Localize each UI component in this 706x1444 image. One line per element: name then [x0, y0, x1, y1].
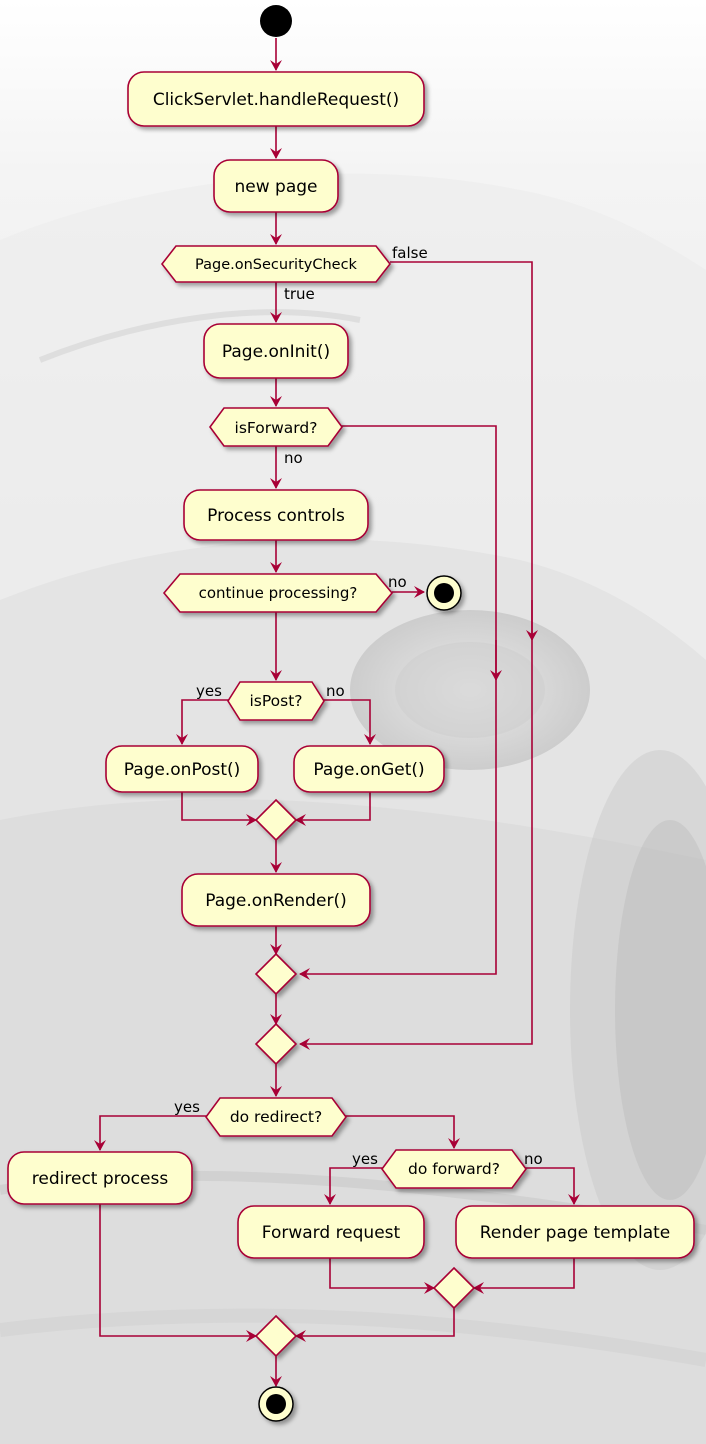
decision-continue-processing-label: continue processing? — [199, 584, 358, 602]
action-forward-request — [237, 1205, 425, 1259]
action-process-controls — [183, 489, 369, 541]
action-on-init — [203, 323, 349, 379]
action-on-render — [181, 873, 371, 927]
action-on-post — [105, 745, 259, 793]
edge-security-false — [299, 261, 533, 1050]
edge-doforward-no — [522, 1167, 580, 1205]
action-process-controls-label: Process controls — [207, 506, 345, 526]
decision-security-check-label: Page.onSecurityCheck — [195, 257, 358, 273]
action-on-render-label: Page.onRender() — [205, 891, 347, 911]
edge-onget-to-merge — [295, 792, 371, 826]
decision-is-forward — [209, 407, 343, 447]
decision-do-redirect-label: do redirect? — [230, 1108, 322, 1126]
edge-onpost-to-merge — [181, 792, 257, 826]
decision-do-forward-label: do forward? — [408, 1160, 500, 1178]
label-doforward-yes: yes — [352, 1150, 378, 1168]
merge-render-forward — [254, 952, 298, 996]
label-doforward-no: no — [524, 1150, 543, 1168]
action-redirect-process-label: redirect process — [32, 1169, 169, 1189]
label-security-true: true — [284, 285, 315, 303]
stop-node-continue — [426, 575, 462, 611]
action-redirect-process — [7, 1151, 193, 1205]
edges — [94, 38, 580, 1387]
action-new-page — [213, 159, 339, 213]
action-new-page-label: new page — [235, 177, 318, 197]
edge-redirect-no — [342, 1115, 460, 1149]
action-forward-request-label: Forward request — [262, 1223, 401, 1243]
edge-redirect-yes — [94, 1115, 210, 1151]
action-handle-request — [127, 71, 425, 127]
nodes: ClickServlet.handleRequest() new page Pa… — [7, 5, 695, 1422]
stop-node-final — [258, 1386, 294, 1422]
start-node — [260, 5, 292, 37]
action-render-template — [455, 1205, 695, 1259]
label-continue-no: no — [388, 573, 407, 591]
action-on-get — [293, 745, 445, 793]
merge-security — [254, 1022, 298, 1066]
label-security-false: false — [392, 244, 428, 262]
action-on-post-label: Page.onPost() — [124, 760, 241, 780]
merge-forward-render — [432, 1266, 476, 1310]
edge-doforward-yes — [324, 1167, 384, 1205]
decision-is-post-label: isPost? — [249, 692, 302, 710]
action-handle-request-label: ClickServlet.handleRequest() — [153, 90, 399, 110]
action-on-init-label: Page.onInit() — [222, 342, 330, 362]
edge-ispost-yes — [176, 699, 232, 745]
decision-is-post — [227, 681, 325, 721]
action-on-get-label: Page.onGet() — [313, 760, 424, 780]
edge-merge4-to-merge5 — [295, 1308, 455, 1342]
edge-redirectproc-to-merge — [99, 1204, 257, 1342]
label-isforward-no: no — [284, 449, 303, 467]
merge-post-get — [254, 798, 298, 842]
label-ispost-yes: yes — [196, 682, 222, 700]
edge-isforward-yes — [299, 425, 497, 980]
decision-do-redirect — [205, 1097, 347, 1137]
edge-ispost-no — [320, 699, 376, 745]
action-render-template-label: Render page template — [480, 1223, 671, 1243]
decision-security-check — [160, 245, 392, 283]
edge-render-to-merge — [473, 1258, 575, 1294]
decision-is-forward-label: isForward? — [235, 419, 318, 437]
merge-final — [254, 1314, 298, 1358]
decision-continue-processing — [162, 573, 394, 613]
edge-labels: false true no no yes no yes yes no — [174, 244, 543, 1168]
label-redirect-yes: yes — [174, 1098, 200, 1116]
label-ispost-no: no — [326, 682, 345, 700]
decision-do-forward — [381, 1149, 527, 1189]
edge-forwardreq-to-merge — [329, 1258, 435, 1294]
